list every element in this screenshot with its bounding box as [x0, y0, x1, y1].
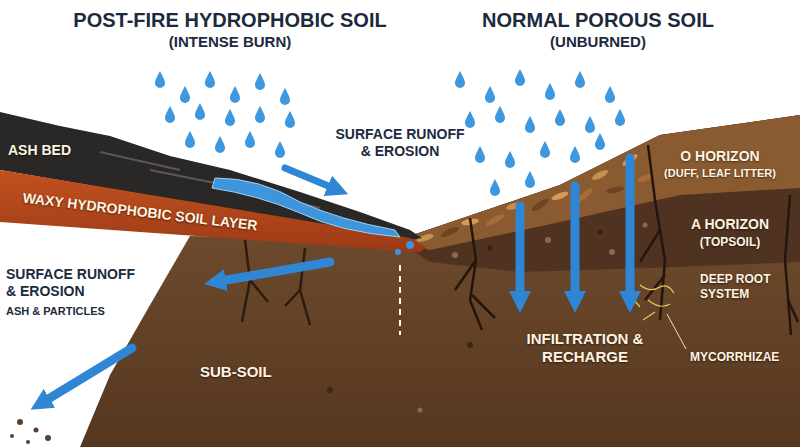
pebbles [327, 223, 648, 413]
layer-label: ASH BED [8, 142, 71, 159]
dead-roots [242, 240, 310, 325]
raindrops [155, 69, 625, 196]
horizon-note: (DUFF, LEAF LITTER) [655, 167, 785, 180]
leader-line [667, 314, 686, 349]
process-label: SURFACE RUNOFF & EROSION [330, 126, 470, 160]
divider [399, 265, 401, 335]
layer-label: WAXY HYDROPHOBIC SOIL LAYER [22, 190, 259, 235]
horizon-note: (TOPSOIL) [670, 235, 790, 250]
deep-roots [455, 145, 798, 335]
leaf-litter [416, 152, 654, 243]
waxy-layer [0, 170, 426, 252]
process-label: SURFACE RUNOFF & EROSION [6, 266, 146, 300]
note-label: ASH & PARTICLES [6, 305, 105, 318]
panel-heading: POST-FIRE HYDROPHOBIC SOIL [30, 8, 430, 32]
panel-subheading: (INTENSE BURN) [30, 33, 430, 51]
panel-subheading: (UNBURNED) [448, 33, 748, 51]
panel-heading: NORMAL POROUS SOIL [448, 8, 748, 32]
layer-label: SUB-SOIL [200, 363, 272, 381]
feature-label: DEEP ROOT SYSTEM [700, 272, 782, 301]
feature-label: MYCORRHIZAE [690, 350, 779, 365]
horizon-label: O HORIZON [655, 148, 785, 165]
horizon-label: A HORIZON [670, 216, 790, 233]
eroded-particles [10, 419, 51, 444]
process-label: INFILTRATION & RECHARGE [525, 330, 645, 367]
